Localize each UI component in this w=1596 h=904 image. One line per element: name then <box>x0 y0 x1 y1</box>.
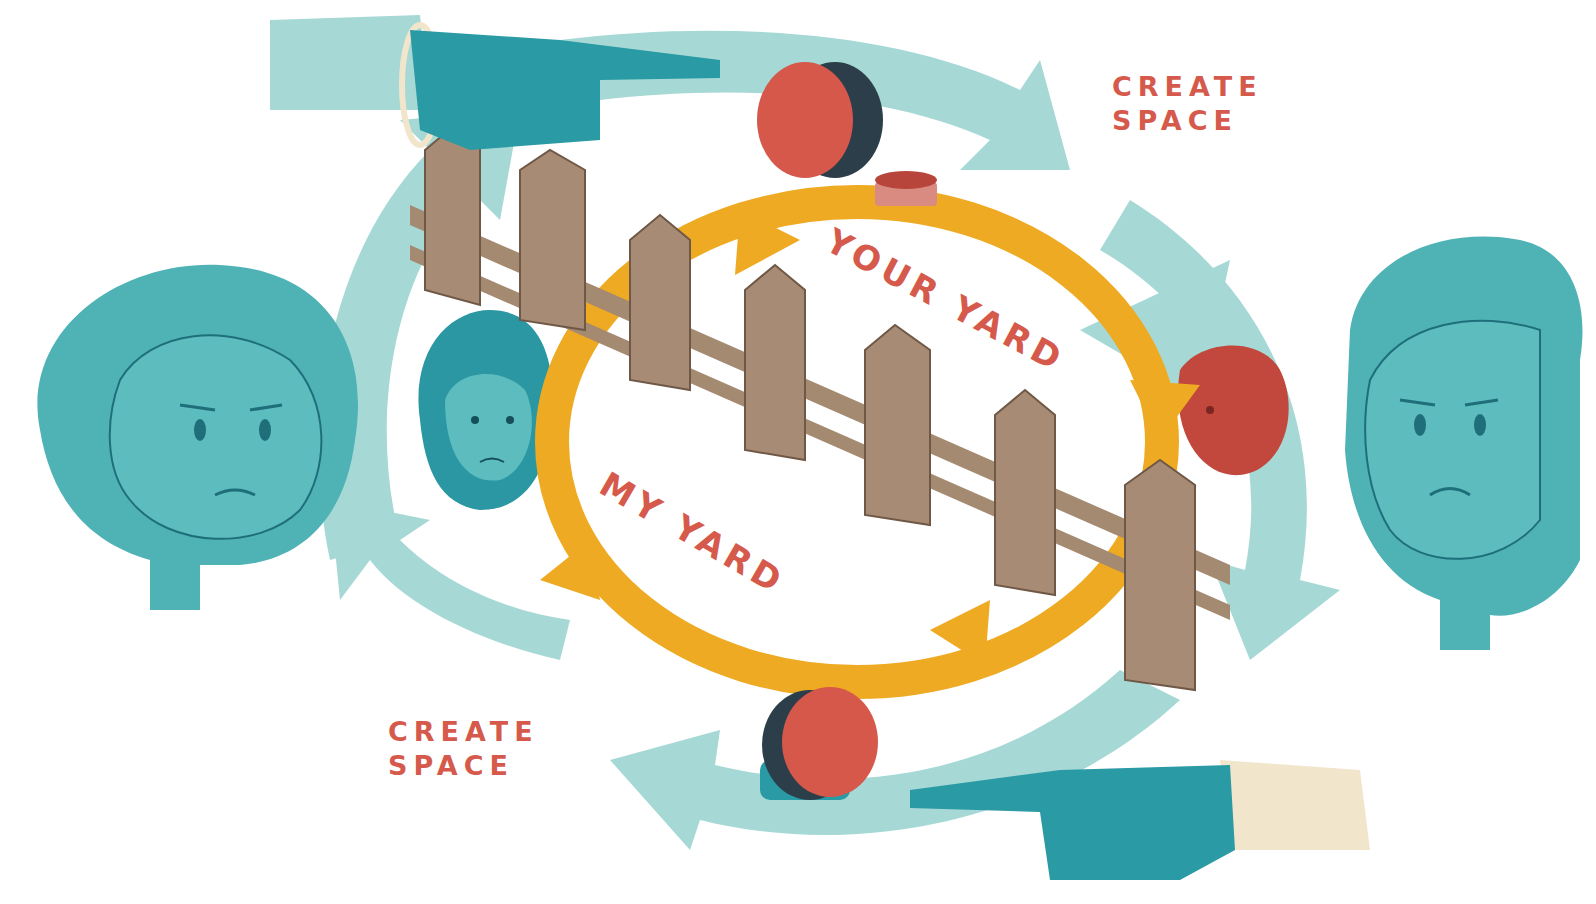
pointing-hand <box>910 760 1370 880</box>
cycle-arrow-head <box>1130 380 1200 440</box>
pointing-hand <box>270 15 720 150</box>
fence <box>410 125 1230 690</box>
red-button <box>760 687 878 800</box>
swirl-arrows <box>319 31 1340 850</box>
red-button <box>757 62 883 178</box>
woman-face <box>37 265 358 610</box>
small-button <box>875 171 937 206</box>
woman-small-face <box>418 310 552 510</box>
create-space-label: CREATE SPACE <box>388 715 563 783</box>
cycle-arrow-head <box>540 540 600 600</box>
swirl-arrow <box>330 500 570 660</box>
cycle-arrow-head <box>930 600 990 665</box>
man-face <box>1345 237 1583 650</box>
cycle-arrows <box>540 202 1200 682</box>
create-space-label: CREATE SPACE <box>1112 70 1287 138</box>
cycle-arrow-head <box>735 210 800 275</box>
red-small-face <box>1178 346 1289 476</box>
